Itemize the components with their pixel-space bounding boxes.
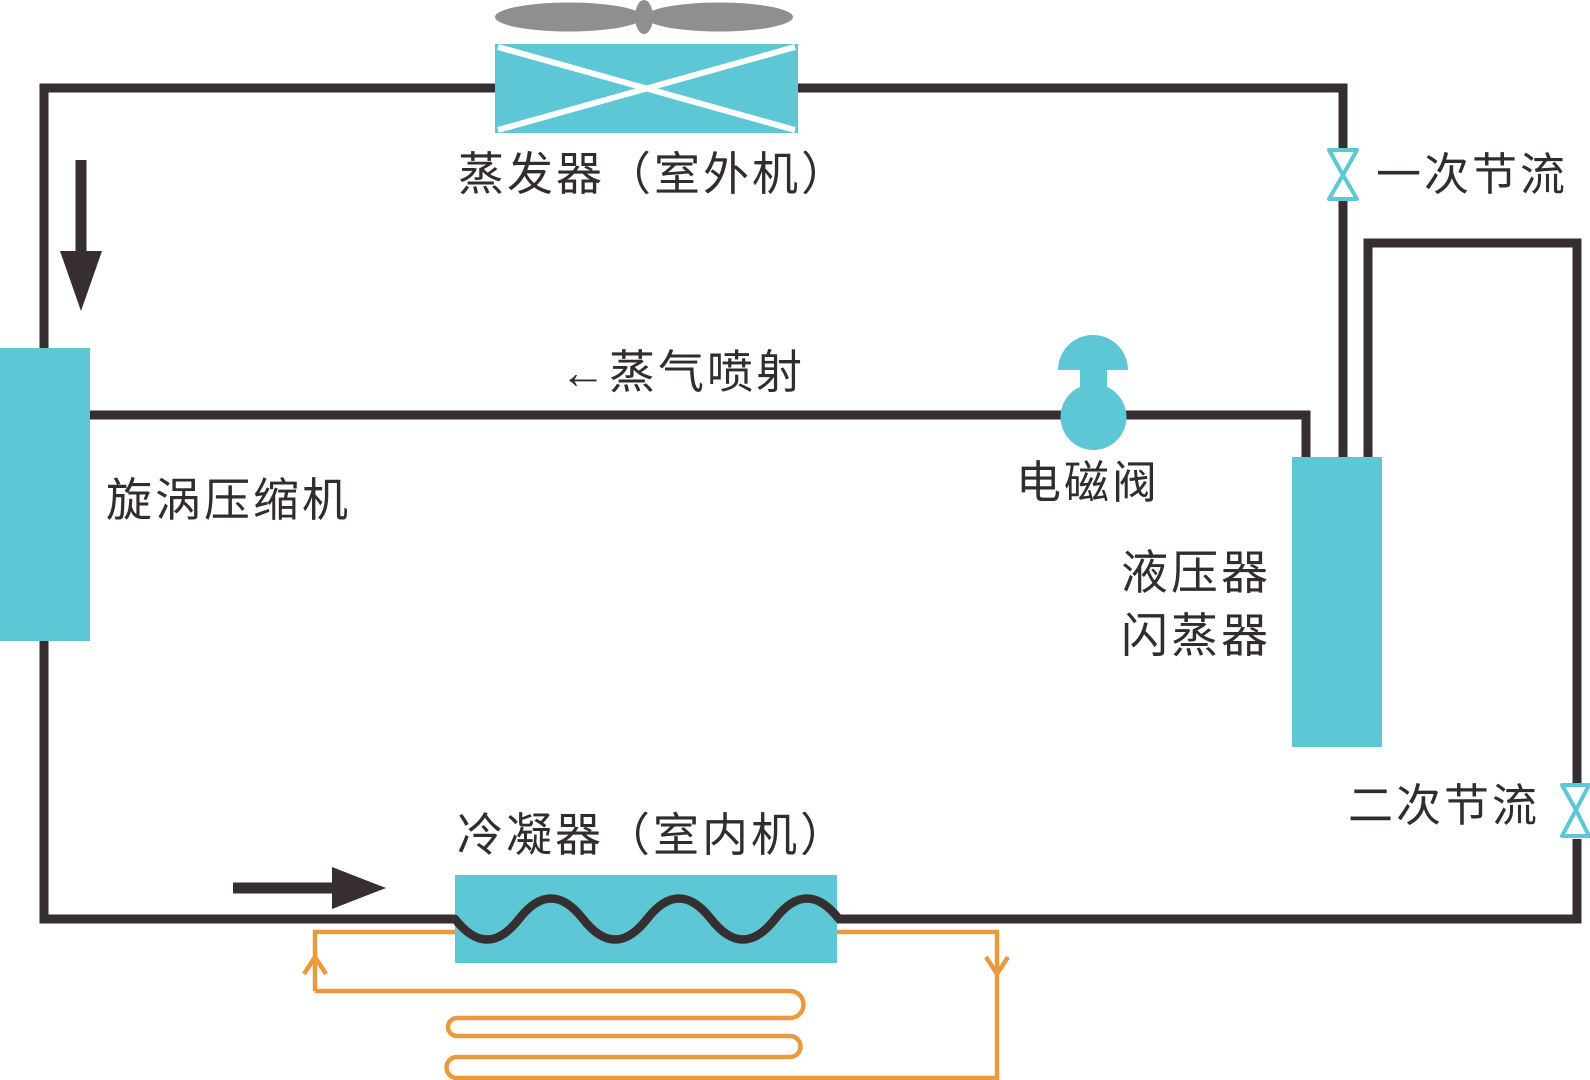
pipe-bottom-left-top-run [39, 83, 1348, 924]
solenoid-valve-icon [1058, 335, 1128, 450]
pipe-tank-riser-to-secondary-throttle [1363, 238, 1582, 783]
floor-heating-loop [312, 929, 1000, 1080]
label-flash-tank-line2: 闪蒸器 [1121, 609, 1271, 662]
compressor-box [0, 348, 90, 641]
flow-arrow-down [60, 160, 102, 311]
pipe-bottom-right-run [837, 839, 1582, 924]
solenoid-body [1060, 384, 1127, 450]
flash-tank-box [1292, 457, 1382, 747]
label-flash-tank-line1: 液压器 [1121, 546, 1271, 599]
label-condenser: 冷凝器（室内机） [457, 809, 849, 861]
label-vapor-injection: ←蒸气喷射 [560, 346, 805, 398]
primary-throttle-valve-icon [1327, 148, 1359, 201]
fan-blade-right [645, 2, 793, 32]
heating-flow-up-arrow [302, 952, 328, 976]
pipe-vapor-injection-line [86, 410, 1311, 459]
fan-hub [635, 0, 653, 34]
label-evaporator: 蒸发器（室外机） [458, 148, 850, 200]
solenoid-cap [1058, 335, 1128, 370]
fan-icon [495, 0, 793, 34]
condenser-coil-wave [450, 894, 844, 944]
label-primary-throttle: 一次节流 [1376, 149, 1569, 200]
flow-arrow-right [233, 867, 386, 909]
fan-blade-left [495, 2, 643, 32]
label-compressor: 旋涡压缩机 [106, 474, 351, 526]
label-solenoid-valve: 电磁阀 [1016, 457, 1161, 508]
secondary-throttle-valve-icon [1560, 783, 1590, 838]
evaporator-x-mark [497, 44, 796, 133]
heating-flow-down-arrow [984, 955, 1010, 979]
label-secondary-throttle: 二次节流 [1348, 780, 1541, 831]
